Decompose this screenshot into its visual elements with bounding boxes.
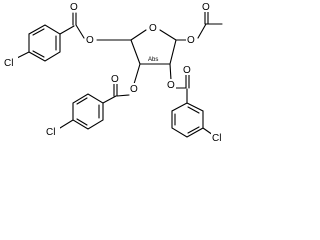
ester2-carbonyl-oxygen-label: O <box>183 65 191 76</box>
left-chlorophenyl-ring <box>16 24 61 62</box>
ester5-link-oxygen-label: O <box>86 35 94 46</box>
acetyl-link-oxygen-label: O <box>187 35 195 46</box>
left-chlorine-label: Cl <box>4 58 13 69</box>
ester3-link-oxygen-label: O <box>130 84 138 95</box>
acetate-group <box>175 10 223 41</box>
right-chlorophenyl-ring <box>171 102 214 138</box>
ring-oxygen-label: O <box>149 23 157 34</box>
ester3-carbonyl-oxygen-label: O <box>111 74 119 85</box>
right-chlorine-label: Cl <box>212 133 221 144</box>
abs-stereo-label: Abs <box>148 57 158 63</box>
c3-ester-linkage <box>102 63 141 104</box>
acetyl-carbonyl-oxygen-label: O <box>202 2 210 13</box>
c2-ester-linkage <box>169 63 190 104</box>
furanose-ring <box>130 29 177 65</box>
ester5-carbonyl-oxygen-label: O <box>70 2 78 13</box>
ester2-link-oxygen-label: O <box>167 80 175 91</box>
atom-labels: O O O O O O O O O Cl Cl Cl Abs <box>3 1 226 144</box>
bottom-chlorophenyl-ring <box>59 93 104 130</box>
chemical-structure-diagram: O O O O O O O O O Cl Cl Cl Abs <box>3 1 226 144</box>
bottom-chlorine-label: Cl <box>46 127 55 138</box>
c5-ester-linkage <box>59 12 132 41</box>
